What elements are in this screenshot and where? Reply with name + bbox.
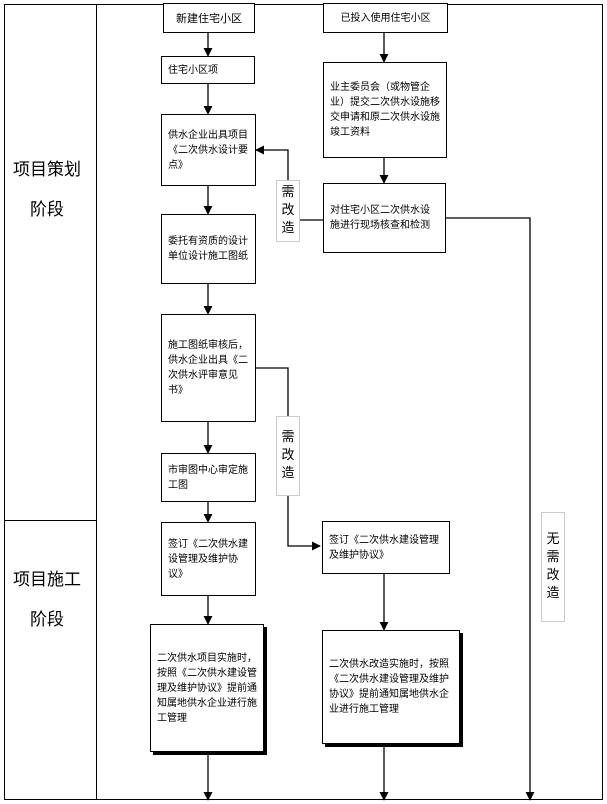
new-construction-box: 二次供水项目实施时，按照《二次供水建设管理及维护协议》提前通知属地供水企业进行施…: [150, 624, 264, 752]
no-retrofit-label: 无需改造: [541, 512, 565, 622]
residential-project-text: 住宅小区项: [168, 64, 218, 76]
site-inspection-box: 对住宅小区二次供水设施进行现场核查和检测: [323, 183, 446, 253]
owners-committee-text: 业主委员会（或物管企业）提交二次供水设施移交申请和原二次供水设施竣工资料: [330, 82, 440, 138]
sign-existing-text: 签订《二次供水建设管理及维护协议》: [329, 534, 439, 561]
existing-residential-text: 已投入使用住宅小区: [340, 12, 431, 24]
city-review-text: 市审图中心审定施工图: [168, 464, 248, 491]
site-inspection-text: 对住宅小区二次供水设施进行现场核查和检测: [330, 205, 430, 231]
owners-committee-box: 业主委员会（或物管企业）提交二次供水设施移交申请和原二次供水设施竣工资料: [323, 62, 447, 158]
sign-new-box: 签订《二次供水建设管理及维护协议》: [161, 522, 256, 596]
stage-construction-label: 项目施工阶段: [13, 570, 81, 630]
retrofit-construction-box: 二次供水改造实施时，按照《二次供水建设管理及维护协议》提前通知属地供水企业进行施…: [322, 630, 460, 744]
stage-column-frame: [4, 4, 97, 800]
supplier-points-text: 供水企业出具项目《二次供水设计要点》: [168, 129, 248, 171]
stage-divider: [4, 520, 97, 521]
review-opinion-box: 施工图纸审核后，供水企业出具《二次供水评审意见书》: [161, 314, 256, 422]
new-residential-box: 新建住宅小区: [163, 3, 255, 33]
review-opinion-text: 施工图纸审核后，供水企业出具《二次供水评审意见书》: [168, 340, 248, 396]
sign-new-text: 签订《二次供水建设管理及维护协议》: [168, 538, 248, 580]
design-drawing-box: 委托有资质的设计单位设计施工图纸: [161, 214, 256, 284]
design-drawing-text: 委托有资质的设计单位设计施工图纸: [168, 236, 248, 262]
needs-retrofit-label-1: 需改造: [276, 180, 300, 242]
sign-existing-box: 签订《二次供水建设管理及维护协议》: [322, 521, 450, 574]
city-review-box: 市审图中心审定施工图: [161, 453, 256, 502]
retrofit-construction-text: 二次供水改造实施时，按照《二次供水建设管理及维护协议》提前通知属地供水企业进行施…: [329, 659, 449, 715]
residential-project-box: 住宅小区项: [161, 56, 255, 84]
new-residential-text: 新建住宅小区: [176, 11, 242, 25]
existing-residential-box: 已投入使用住宅小区: [323, 3, 448, 33]
stage-planning-label: 项目策划阶段: [13, 160, 81, 220]
supplier-points-box: 供水企业出具项目《二次供水设计要点》: [161, 114, 256, 186]
new-construction-text: 二次供水项目实施时，按照《二次供水建设管理及维护协议》提前通知属地供水企业进行施…: [157, 652, 257, 724]
needs-retrofit-label-2: 需改造: [276, 416, 300, 496]
